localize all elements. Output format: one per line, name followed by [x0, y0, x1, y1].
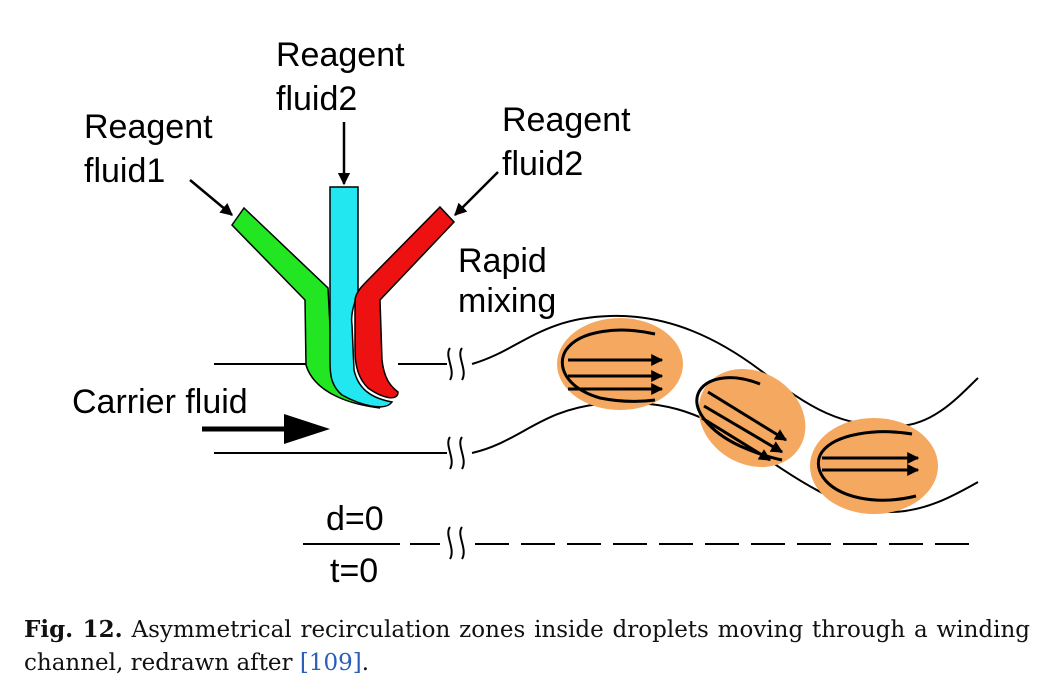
carrier-fluid-arrow	[202, 414, 330, 444]
droplet-3	[810, 418, 938, 514]
channel-break-top	[447, 347, 465, 381]
label-reagent-fluid2-right-line1: Reagent	[502, 101, 631, 139]
arrow-reagent-fluid2-right	[454, 171, 499, 216]
channel-break-bottom	[447, 436, 465, 470]
label-reagent-fluid2-right-line2: fluid2	[502, 145, 583, 183]
label-rapid-mixing-line1: Rapid	[458, 242, 547, 280]
winding-channel-top-wall	[471, 314, 979, 428]
reference-link[interactable]: [109]	[299, 650, 362, 676]
axis-break	[447, 526, 465, 560]
label-reagent-fluid2-top-line1: Reagent	[276, 36, 405, 74]
label-time-zero: t=0	[330, 552, 378, 590]
caption-end: .	[361, 650, 370, 676]
reagent-inlets	[231, 186, 456, 409]
input-arrows	[189, 122, 499, 216]
label-reagent-fluid1-line1: Reagent	[84, 108, 213, 146]
label-reagent-fluid2-top-line2: fluid2	[276, 80, 357, 118]
red-inlet	[354, 205, 456, 399]
figure-label: Fig. 12.	[24, 616, 123, 643]
label-carrier-fluid: Carrier fluid	[72, 383, 248, 421]
label-reagent-fluid1-line2: fluid1	[84, 152, 165, 190]
mixing-diagram: Reagent fluid1 Reagent fluid2 Reagent fl…	[72, 36, 979, 590]
droplet-2	[695, 368, 806, 468]
label-rapid-mixing-line2: mixing	[458, 282, 556, 320]
figure-caption: Fig. 12. Asymmetrical recirculation zone…	[24, 613, 1030, 680]
droplet-1	[557, 318, 683, 410]
caption-text: Asymmetrical recirculation zones inside …	[24, 617, 1030, 676]
cyan-inlet	[329, 186, 394, 408]
label-distance-zero: d=0	[326, 500, 384, 538]
arrow-reagent-fluid1	[189, 179, 233, 216]
